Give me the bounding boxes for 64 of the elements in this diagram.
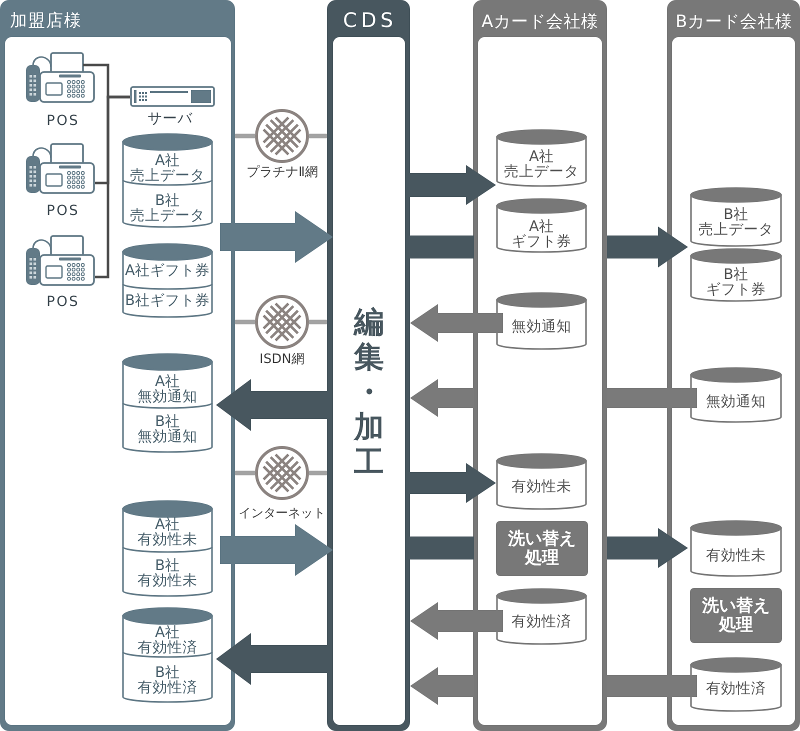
block-arrow	[410, 602, 503, 640]
pos-terminal-icon	[25, 143, 95, 194]
lane-title: CDS	[343, 8, 398, 32]
network-icon	[255, 295, 309, 349]
cylinder-label: A社有効性未	[138, 518, 198, 548]
cylinder-label: A社ギフト券	[512, 220, 572, 250]
network-icon	[255, 109, 309, 163]
process-box: 洗い替え処理	[496, 521, 588, 576]
block-arrow	[407, 463, 496, 503]
network-line	[309, 320, 327, 324]
process-box: 洗い替え処理	[690, 588, 782, 643]
cylinder-label: B社有効性済	[138, 666, 198, 696]
network-line	[235, 470, 255, 476]
lane-title: Aカード会社様	[482, 12, 599, 32]
lane-title: 加盟店様	[10, 11, 82, 32]
network-line	[235, 320, 255, 324]
cylinder-label: 有効性未	[512, 480, 572, 496]
device-label: サーバ	[148, 110, 192, 128]
network-line	[309, 470, 327, 476]
swimlane	[473, 0, 607, 731]
lane-title: Bカード会社様	[676, 12, 793, 32]
process-label: 編集・加工	[354, 304, 384, 480]
network-label: ISDN網	[260, 352, 304, 368]
block-arrow	[407, 165, 496, 205]
cylinder-label: 無効通知	[512, 320, 572, 336]
cylinder-label: 有効性済	[512, 615, 572, 630]
network-line	[235, 134, 255, 138]
block-arrow	[407, 528, 688, 568]
cylinder-label: B社ギフト券	[125, 294, 210, 310]
cylinder-label: B社ギフト券	[706, 268, 766, 298]
network-line	[309, 134, 327, 138]
device-label: POS	[46, 112, 80, 130]
block-arrow	[407, 226, 688, 268]
swimlane	[667, 0, 800, 731]
device-label: POS	[46, 202, 80, 220]
pos-terminal-icon	[25, 52, 95, 103]
cylinder-label: 無効通知	[706, 395, 766, 410]
network-icon	[255, 446, 309, 500]
block-arrow	[216, 379, 327, 431]
cylinder-label: 有効性済	[706, 682, 766, 698]
server-icon	[130, 86, 215, 107]
cylinder-label: B社有効性未	[138, 558, 198, 590]
cylinder-label: A社有効性済	[138, 626, 198, 656]
pos-terminal-icon	[25, 235, 95, 286]
cylinder-label: B社無効通知	[138, 414, 198, 446]
cylinder-label: B社売上データ	[698, 208, 774, 238]
cylinder-label: B社売上データ	[130, 194, 205, 224]
cylinder-label: A社売上データ	[504, 150, 579, 180]
network-label: インターネット	[238, 504, 326, 520]
block-arrow	[220, 211, 333, 263]
block-arrow	[410, 304, 503, 342]
block-arrow	[220, 524, 333, 576]
cylinder-label: 有効性未	[706, 549, 766, 564]
block-arrow	[216, 633, 327, 685]
network-label: プラチナⅡ網	[246, 165, 318, 181]
block-arrow	[410, 667, 697, 705]
cylinder-label: A社売上データ	[130, 154, 205, 184]
swimlane	[327, 0, 410, 731]
device-label: POS	[46, 294, 80, 310]
cylinder-label: A社無効通知	[138, 374, 198, 406]
swimlane	[0, 0, 235, 731]
connector-line	[95, 96, 130, 278]
block-arrow	[410, 379, 697, 417]
cylinder-label: A社ギフト券	[125, 264, 210, 280]
